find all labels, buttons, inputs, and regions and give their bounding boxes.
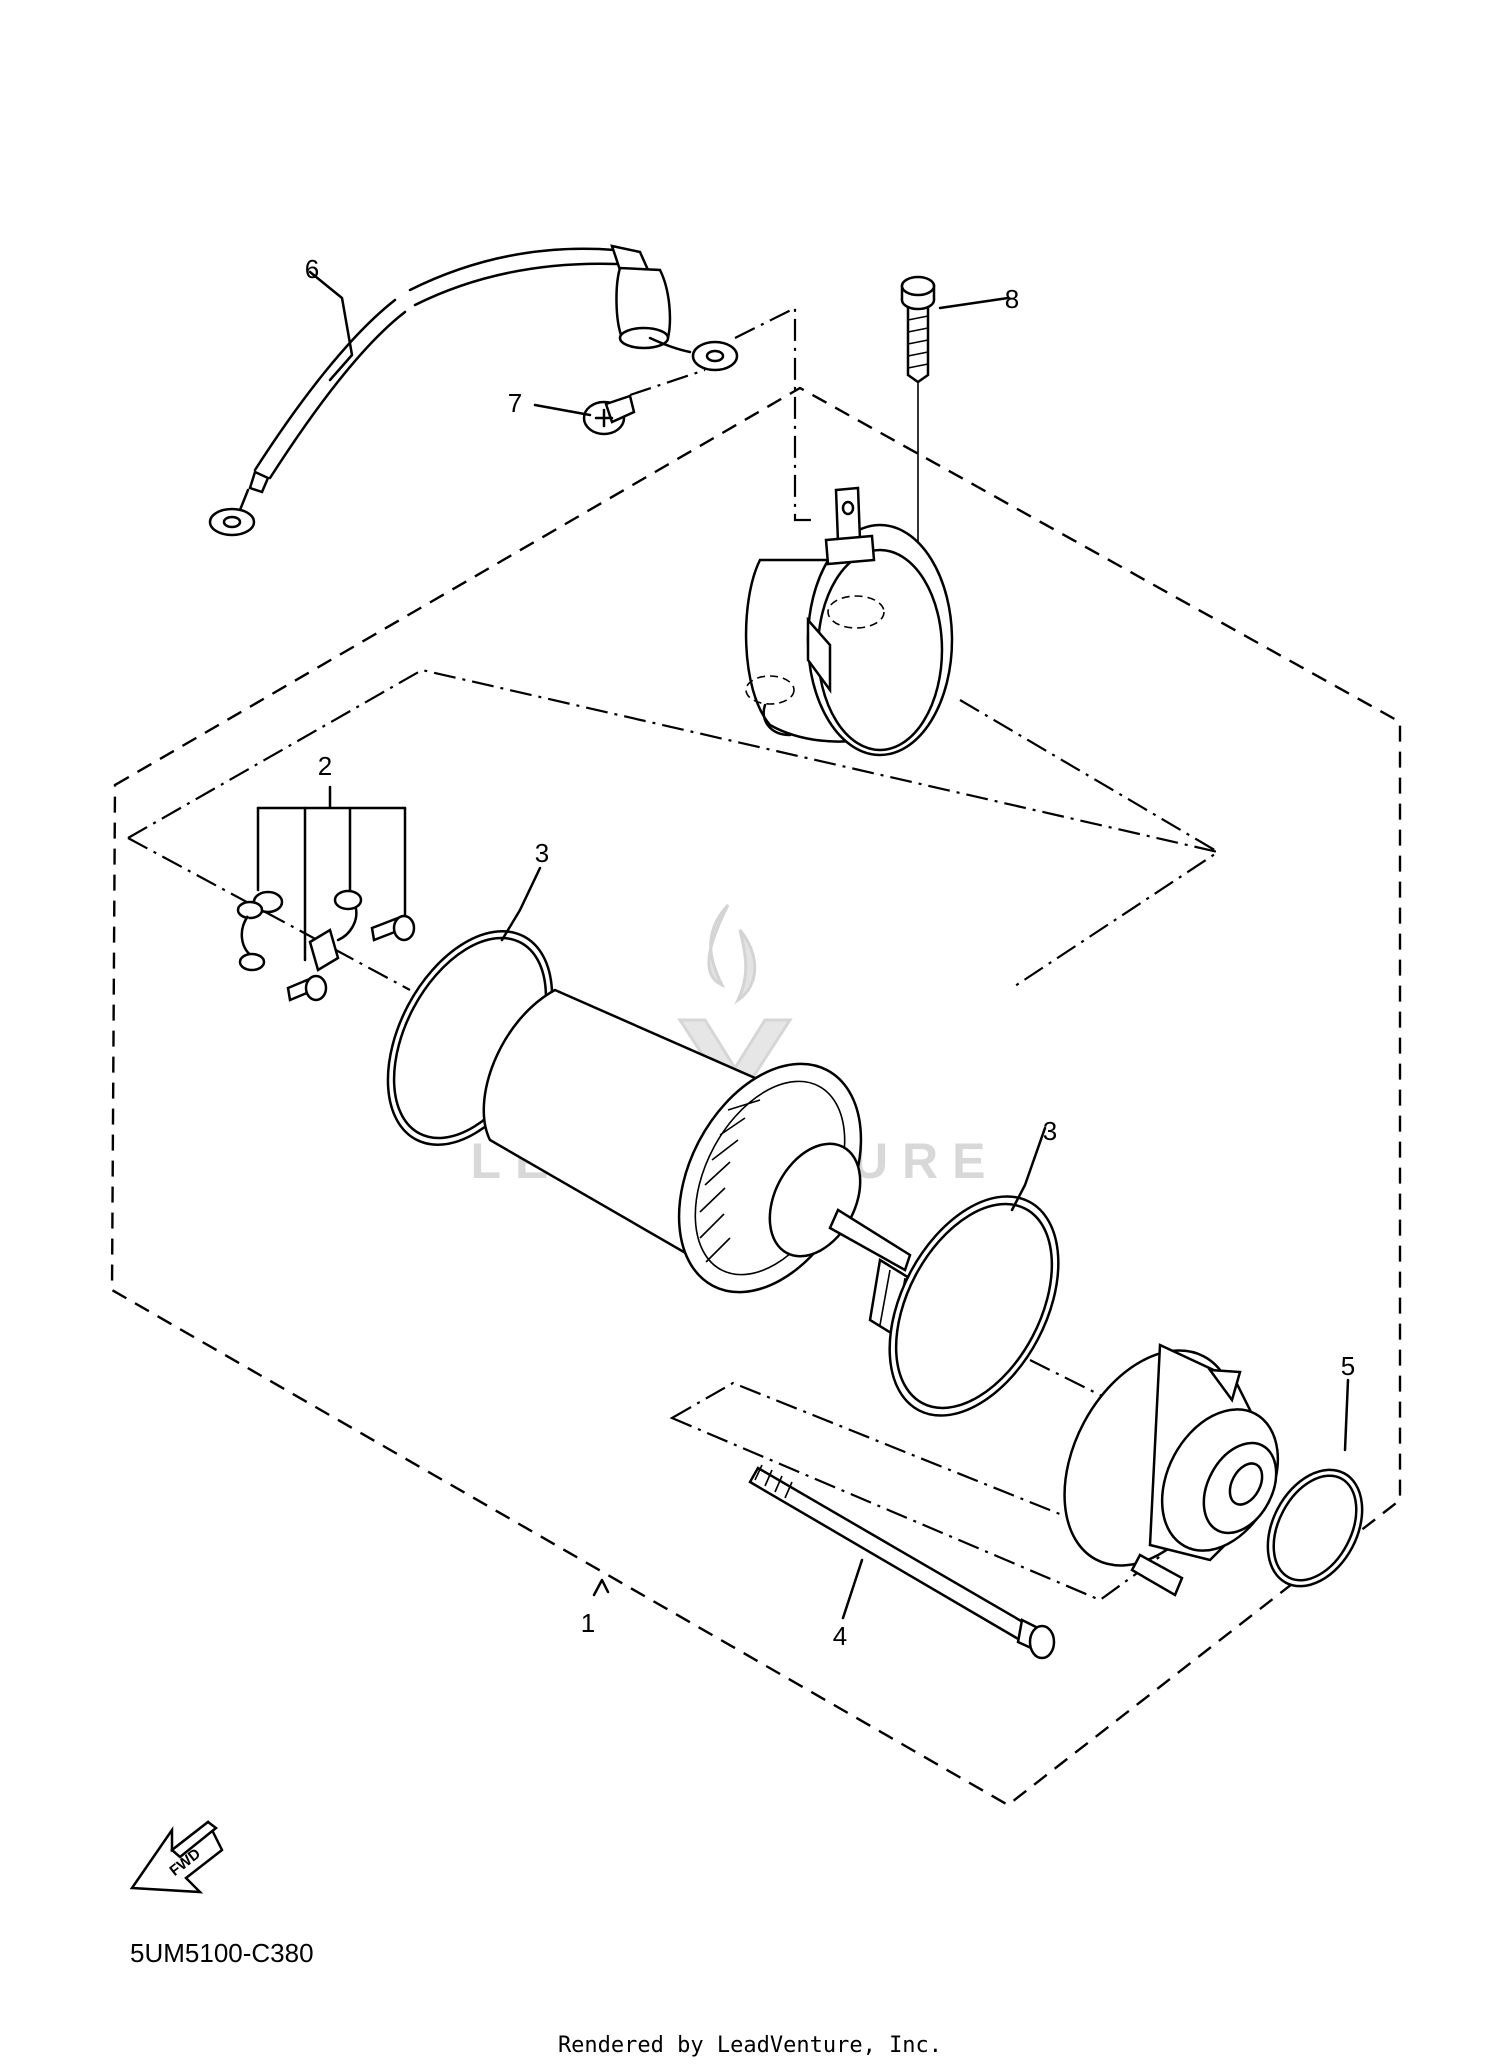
- housing-guide-2: [959, 699, 1219, 853]
- callout-3-front: 3: [1043, 1116, 1057, 1146]
- lead-wire[interactable]: [208, 244, 739, 537]
- brush-plate-guide: [127, 668, 1221, 989]
- callout-5: 5: [1341, 1351, 1355, 1381]
- mounting-bolt[interactable]: [900, 275, 936, 384]
- through-bolt-guide: [669, 1381, 1165, 1602]
- callout-6: 6: [305, 254, 319, 284]
- render-credit: Rendered by LeadVenture, Inc.: [558, 2033, 942, 2058]
- callout-4: 4: [833, 1621, 847, 1651]
- assembly-boundary: [110, 386, 1402, 1807]
- shaft-axis-guide: [1029, 1359, 1111, 1401]
- front-housing[interactable]: [744, 486, 954, 757]
- part-code: 5UM5100-C380: [130, 1938, 314, 1968]
- front-cover[interactable]: [1030, 1321, 1301, 1597]
- through-bolt[interactable]: [748, 1464, 1056, 1660]
- housing-guide: [734, 306, 812, 522]
- callout-1: 1: [581, 1608, 595, 1638]
- terminal-screw[interactable]: [582, 368, 706, 436]
- leader-lines: [308, 270, 1350, 1620]
- callout-3-rear: 3: [535, 838, 549, 868]
- fwd-arrow-icon: FWD: [129, 1820, 224, 1894]
- flame-logo-icon: [707, 903, 757, 1005]
- callout-7: 7: [508, 388, 522, 418]
- brush-set[interactable]: [236, 785, 416, 1002]
- callout-8: 8: [1005, 284, 1019, 314]
- yoke-axis-guide: [127, 837, 411, 991]
- callout-2: 2: [318, 751, 332, 781]
